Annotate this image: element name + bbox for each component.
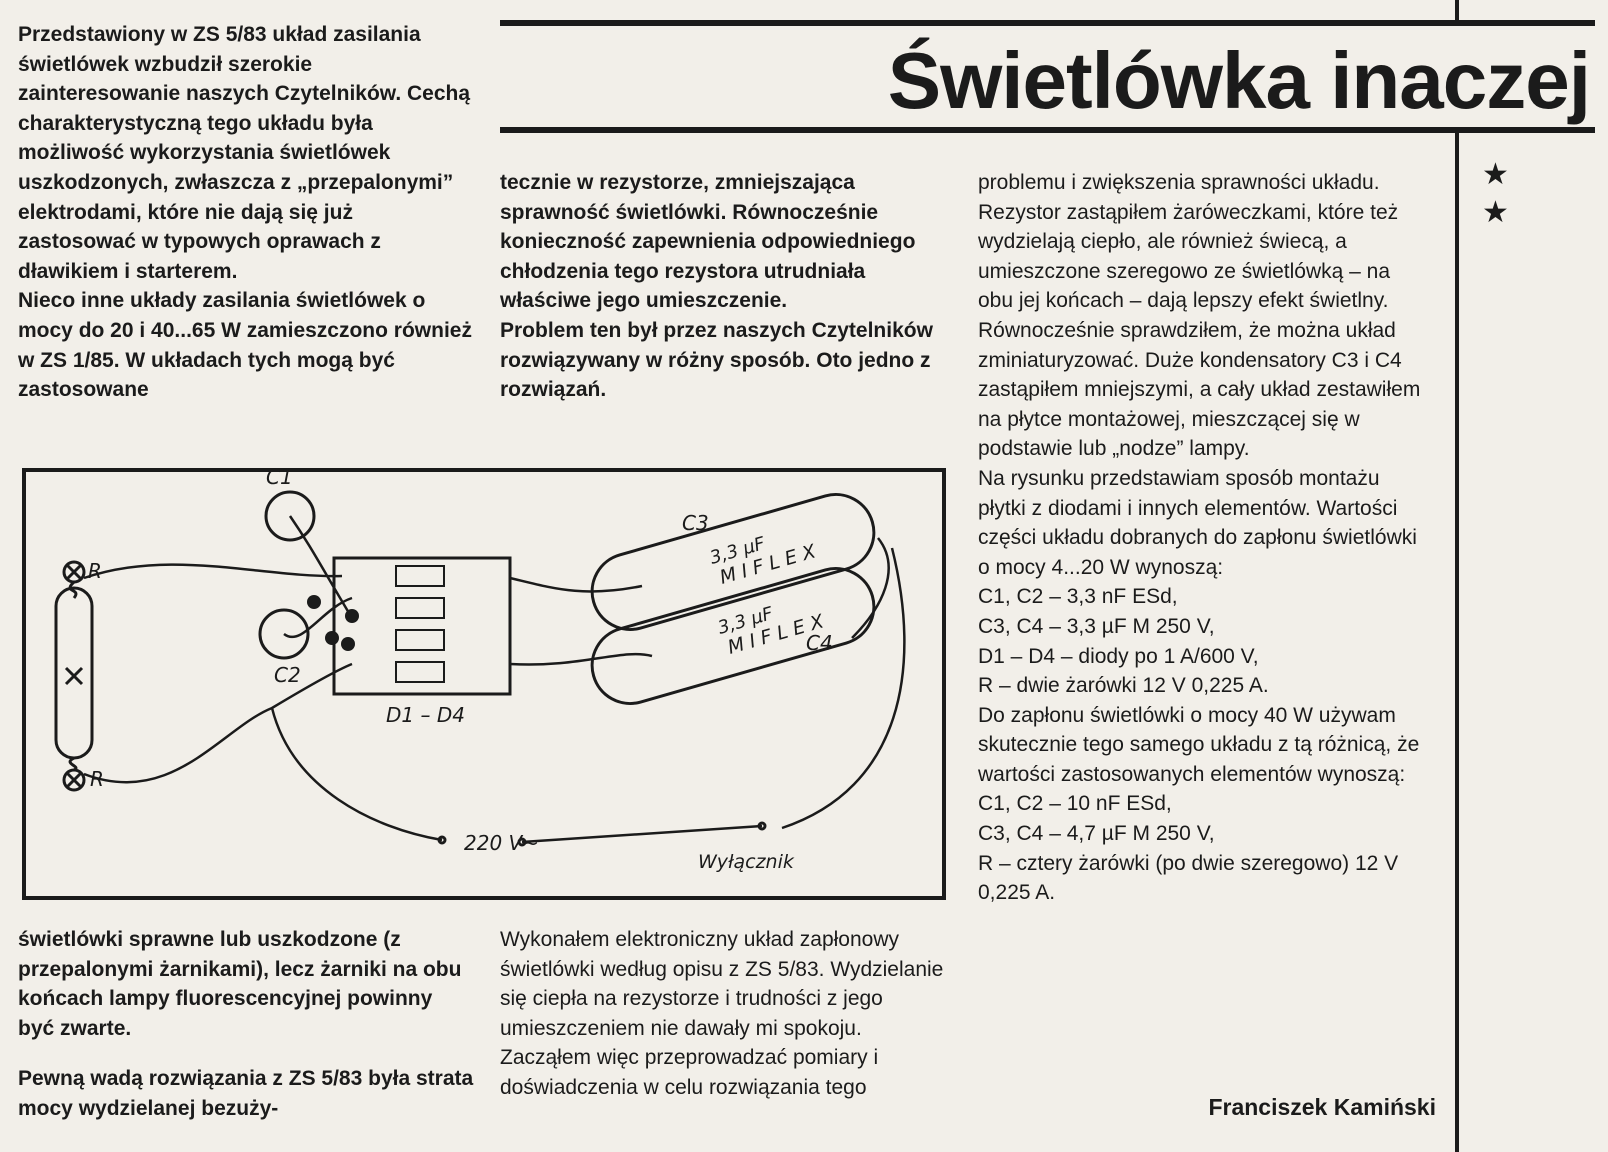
title-bottom-rule bbox=[500, 127, 1595, 133]
label-r-top: R bbox=[88, 559, 102, 583]
paragraph: Przedstawiony w ZS 5/83 układ zasilania … bbox=[18, 23, 472, 402]
paragraph: Wykonałem elektroniczny układ zapłonowy … bbox=[500, 928, 944, 1099]
diode-icon bbox=[395, 629, 445, 651]
label-c2: C2 bbox=[274, 663, 301, 687]
label-c4: C4 bbox=[806, 631, 833, 655]
star-icon: ★ bbox=[1482, 196, 1509, 229]
column-2-bottom: Wykonałem elektroniczny układ zapłonowy … bbox=[500, 925, 950, 1103]
diode-icon bbox=[395, 565, 445, 587]
paragraph: Pewną wadą rozwiązania z ZS 5/83 była st… bbox=[18, 1067, 474, 1120]
article-title: Świetlówka inaczej bbox=[887, 36, 1591, 125]
column-3: problemu i zwiększenia sprawności układu… bbox=[978, 168, 1428, 908]
diode-icon bbox=[395, 661, 445, 683]
fluorescent-tube bbox=[54, 586, 94, 760]
capacitor-c3 bbox=[590, 493, 876, 631]
capacitor-c2 bbox=[258, 608, 310, 660]
right-margin-line bbox=[1455, 133, 1459, 1152]
diode-board bbox=[332, 556, 512, 696]
label-c3: C3 bbox=[682, 511, 709, 535]
capacitor-c4 bbox=[590, 567, 876, 705]
author-signature: Franciszek Kamiński bbox=[1208, 1094, 1436, 1120]
label-supply: 220 V~ bbox=[464, 831, 539, 855]
wiring-diagram: C1 C2 C3 C4 R R D1 – D4 220 V~ Wyłącznik… bbox=[22, 468, 946, 900]
paragraph: świetlówki sprawne lub uszkodzone (z prz… bbox=[18, 928, 462, 1040]
title-top-rule bbox=[500, 20, 1595, 26]
label-switch: Wyłącznik bbox=[698, 851, 795, 873]
label-diodes: D1 – D4 bbox=[386, 703, 465, 727]
right-margin-line-top bbox=[1455, 0, 1459, 20]
figure-frame bbox=[22, 468, 946, 900]
column-1-bottom: świetlówki sprawne lub uszkodzone (z prz… bbox=[18, 925, 474, 1124]
paragraph: problemu i zwiększenia sprawności układu… bbox=[978, 171, 1421, 905]
label-r-bottom: R bbox=[90, 767, 104, 791]
label-c1: C1 bbox=[266, 468, 293, 489]
paragraph: tecznie w rezystorze, zmniejszająca spra… bbox=[500, 171, 933, 402]
column-1-top: Przedstawiony w ZS 5/83 układ zasilania … bbox=[18, 20, 474, 405]
diode-icon bbox=[395, 597, 445, 619]
column-2-top: tecznie w rezystorze, zmniejszająca spra… bbox=[500, 168, 950, 405]
star-icon: ★ bbox=[1482, 158, 1509, 191]
capacitor-c1 bbox=[264, 490, 316, 542]
